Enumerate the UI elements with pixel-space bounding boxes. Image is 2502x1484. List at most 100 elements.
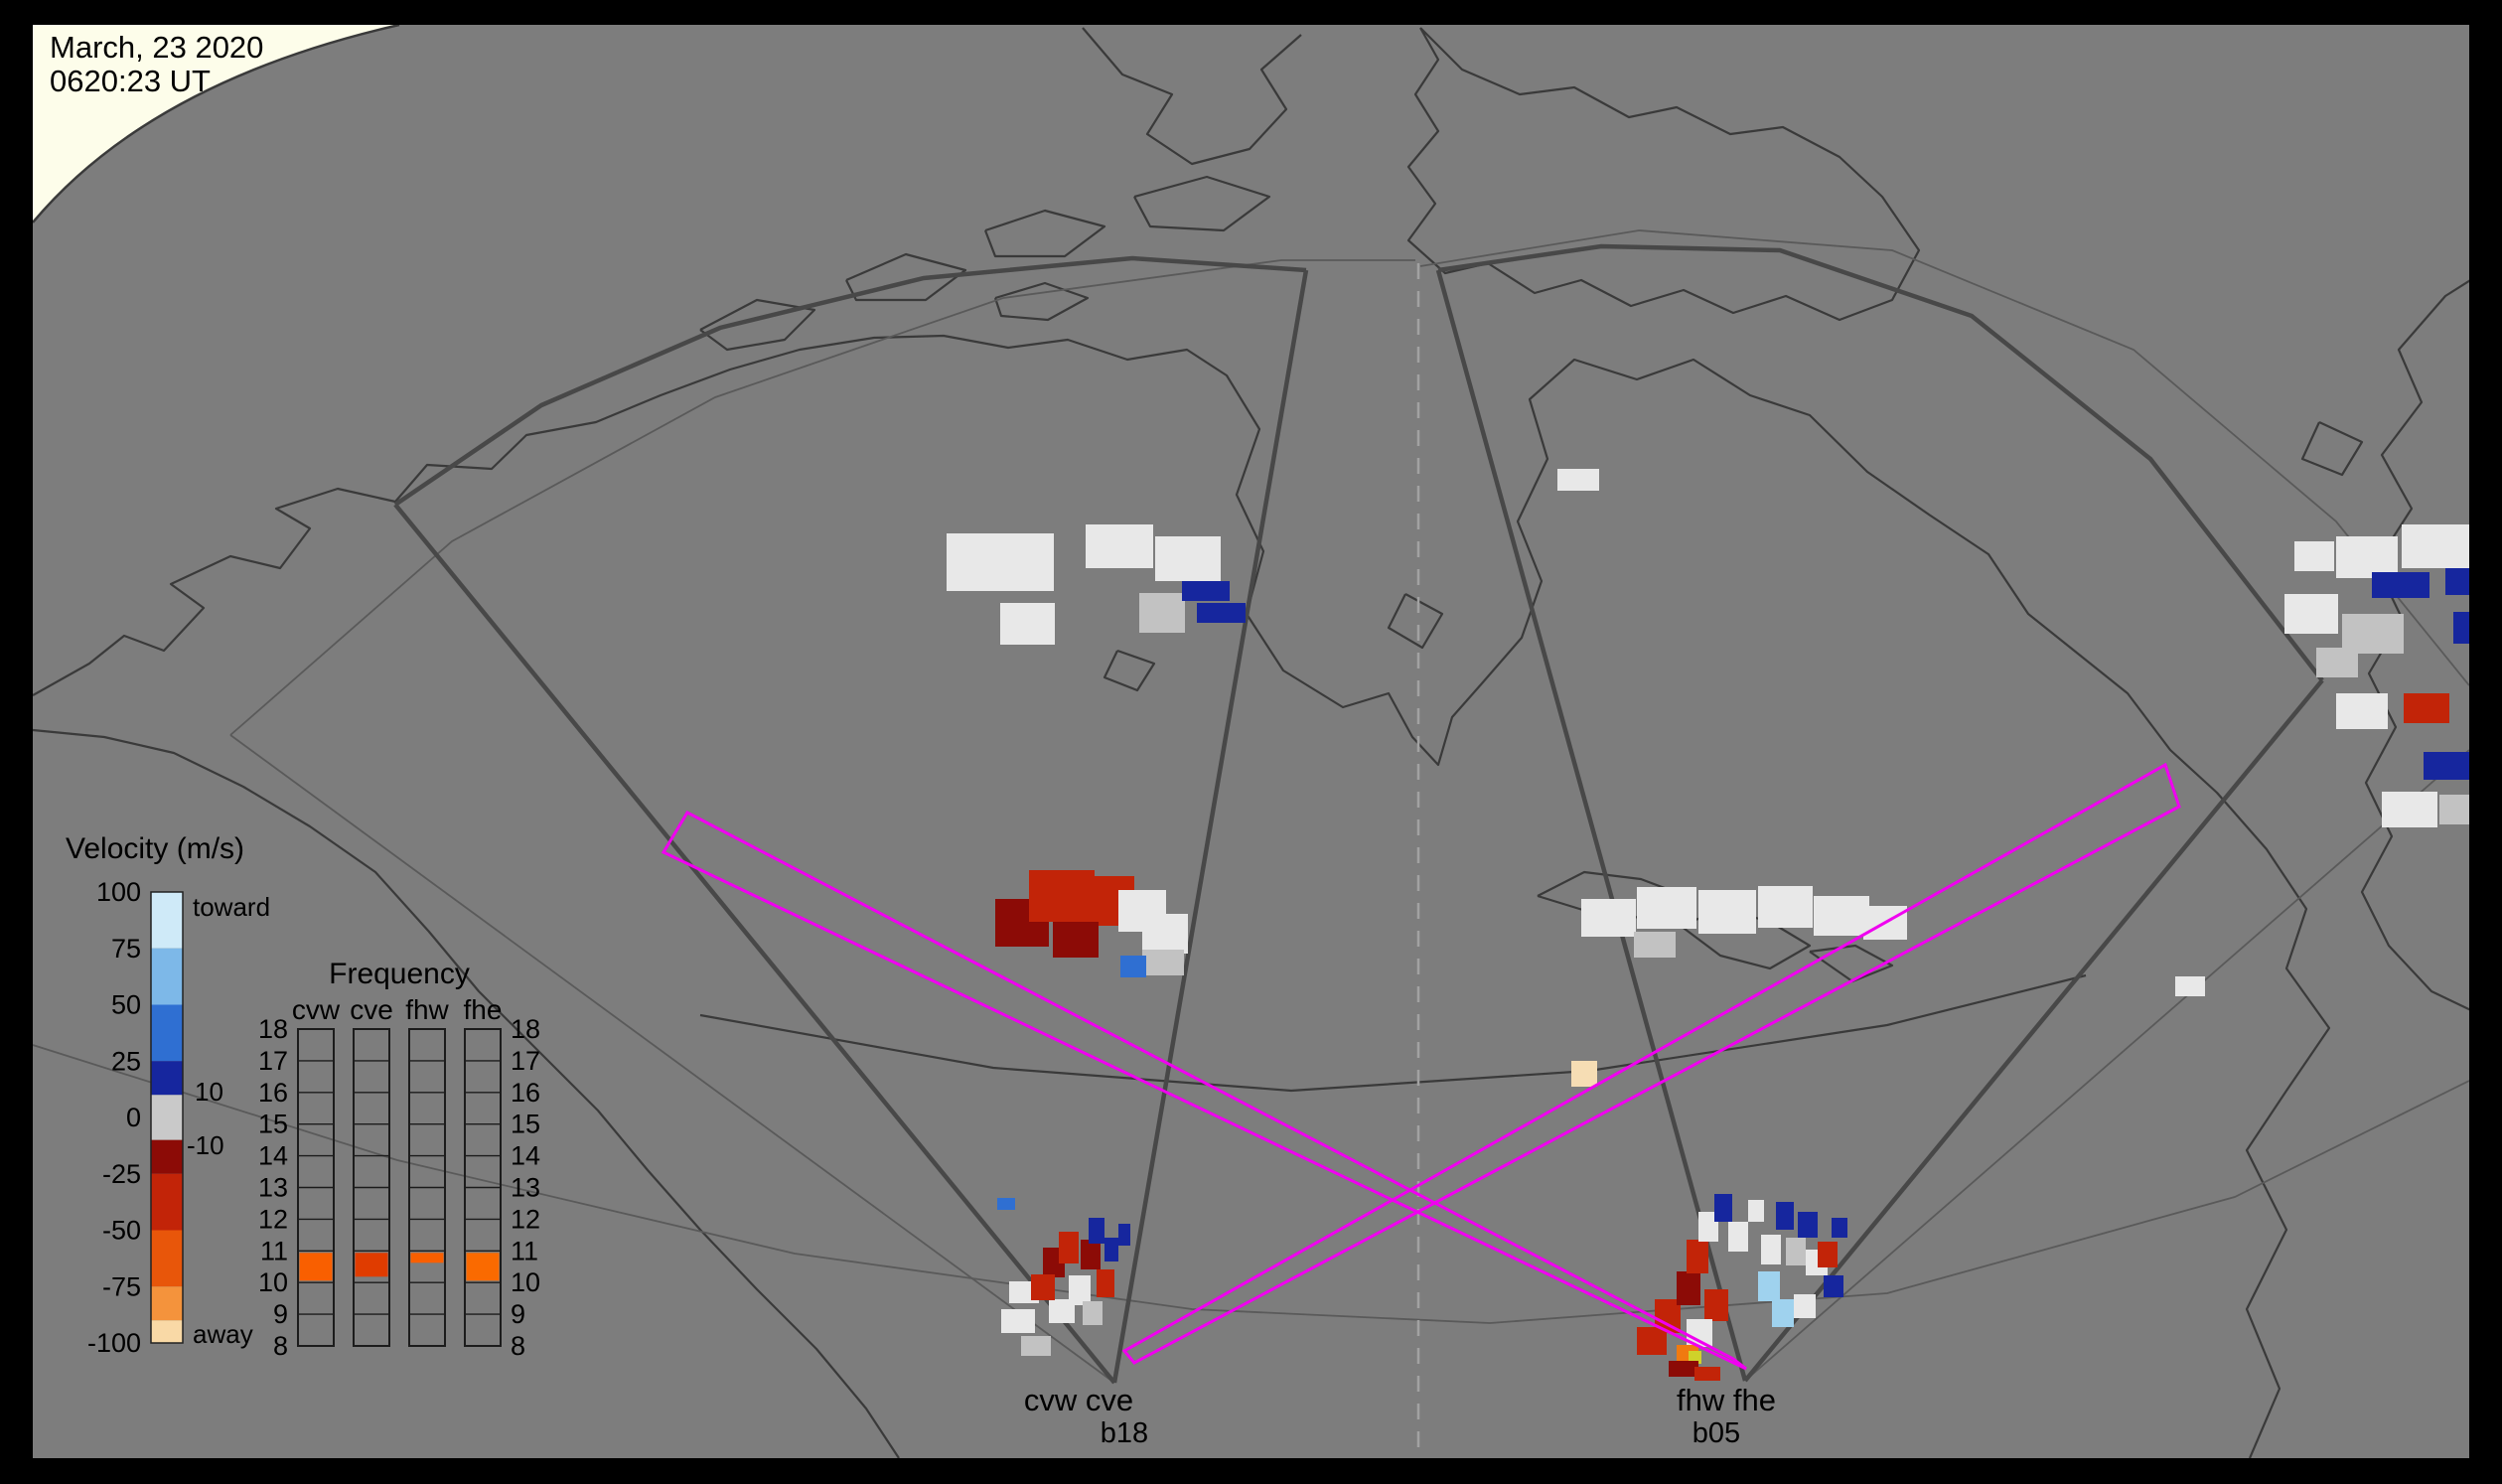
echo-cell [2382, 792, 2437, 827]
colorbar-tick-label: 25 [111, 1046, 141, 1076]
beam-outline-b05 [661, 811, 1747, 1371]
freq-scale-right-label: 9 [511, 1299, 525, 1329]
echo-cell [1155, 536, 1221, 581]
colorbar-tick-label: -50 [102, 1216, 141, 1246]
coastline [1082, 27, 1302, 166]
freq-scale-right-label: 8 [511, 1331, 525, 1361]
echo-cell [1083, 1301, 1103, 1325]
toward-label: toward [193, 892, 270, 922]
away-label: away [193, 1319, 253, 1349]
ground-band-lower-label: -10 [187, 1130, 224, 1160]
freq-scale-right-label: 12 [511, 1204, 540, 1234]
colorbar-tick-label: 50 [111, 990, 141, 1020]
freq-scale-left-label: 10 [258, 1267, 288, 1297]
coastline [699, 973, 2087, 1093]
freq-scale-left-label: 17 [258, 1046, 288, 1076]
freq-scale-right-label: 16 [511, 1078, 540, 1108]
echo-cell [1182, 581, 1230, 601]
colorbar-segment [151, 1139, 183, 1174]
echo-cell [997, 1198, 1015, 1210]
fov-boundary [393, 503, 1116, 1385]
coastline [983, 209, 1106, 258]
echo-cell [2336, 536, 2398, 578]
colorbar-tick-label: 100 [96, 877, 141, 907]
fov-boundary [1743, 678, 2324, 1383]
echo-cell [1142, 914, 1188, 954]
freq-scale-left-label: 12 [258, 1204, 288, 1234]
echo-cell [1097, 1269, 1114, 1297]
echo-cell [2175, 976, 2205, 996]
coastline [2300, 421, 2364, 477]
echo-cell [1634, 932, 1676, 958]
fov-boundary [1435, 269, 1748, 1382]
echo-cell [2404, 693, 2449, 723]
fov-boundary-thin [33, 1044, 2469, 1324]
colorbar-tick-label: -75 [102, 1271, 141, 1301]
freq-scale-right-label: 10 [511, 1267, 540, 1297]
echo-cell [1581, 899, 1636, 937]
site-labels: cvw cve b18 fhw fhe b05 [1024, 1383, 1776, 1449]
freq-active-band-fhe [466, 1253, 500, 1281]
freq-scale-right-label: 17 [511, 1046, 540, 1076]
freq-column-label-fhe: fhe [464, 994, 503, 1025]
freq-scale-left-label: 16 [258, 1078, 288, 1108]
colorbar-tick-label: -25 [102, 1159, 141, 1189]
radar-label-right: fhw fhe [1677, 1383, 1776, 1417]
echo-cell [1698, 890, 1756, 934]
freq-scale-left-label: 14 [258, 1141, 288, 1171]
time-label: 0620:23 UT [50, 64, 211, 98]
freq-scale-left-label: 18 [258, 1014, 288, 1044]
echo-cell [1714, 1194, 1732, 1222]
echo-cell [1059, 1232, 1079, 1263]
colorbar-segment [151, 1230, 183, 1287]
echo-cell [1637, 887, 1696, 929]
colorbar-segment [151, 1173, 183, 1231]
echo-cell [1832, 1218, 1847, 1238]
echo-cell [1772, 1299, 1794, 1327]
echo-cell [1118, 1224, 1130, 1246]
freq-column-label-fhw: fhw [405, 994, 449, 1025]
colorbar-segment [151, 948, 183, 1005]
echo-cell [1142, 950, 1184, 975]
freq-scale-right-label: 14 [511, 1141, 540, 1171]
date-label: March, 23 2020 [50, 30, 263, 65]
ground-band-upper-label: 10 [195, 1077, 223, 1107]
colorbar-segment [151, 892, 183, 949]
echo-cell [2445, 568, 2469, 595]
velocity-legend-title: Velocity (m/s) [66, 832, 244, 865]
echo-cell [1197, 603, 1246, 623]
colorbar-segment [151, 1320, 183, 1343]
fov-boundary-thin [229, 259, 1415, 736]
echo-cell [2439, 795, 2469, 824]
map-background [33, 25, 2469, 1458]
echo-cells [947, 469, 2469, 1381]
freq-scale-left-label: 8 [273, 1331, 288, 1361]
beam-outlines [661, 762, 2181, 1371]
echo-cell [2336, 693, 2388, 729]
echo-cell [1758, 1271, 1780, 1301]
freq-active-band-fhw [410, 1253, 444, 1263]
freq-column-label-cve: cve [350, 994, 393, 1025]
map-area [33, 25, 2469, 1458]
echo-cell [1677, 1271, 1700, 1305]
echo-cell [1139, 593, 1185, 633]
echo-cell [1000, 603, 1055, 645]
coastline [1387, 593, 1444, 650]
echo-cell [1053, 922, 1099, 958]
coastline [33, 334, 2331, 1458]
beam-label-left: b18 [1101, 1417, 1148, 1449]
echo-cell [1704, 1289, 1728, 1321]
echo-cell [1818, 1242, 1838, 1267]
colorbar-segment [151, 1061, 183, 1096]
echo-cell [1798, 1212, 1818, 1238]
projection-boundary-arc [33, 25, 400, 223]
coastline [699, 298, 816, 352]
freq-active-band-cvw [299, 1253, 333, 1281]
fov-boundary [1437, 243, 2324, 682]
echo-cell [1069, 1275, 1091, 1305]
echo-cell [2424, 752, 2469, 780]
freq-column-label-cvw: cvw [292, 994, 341, 1025]
